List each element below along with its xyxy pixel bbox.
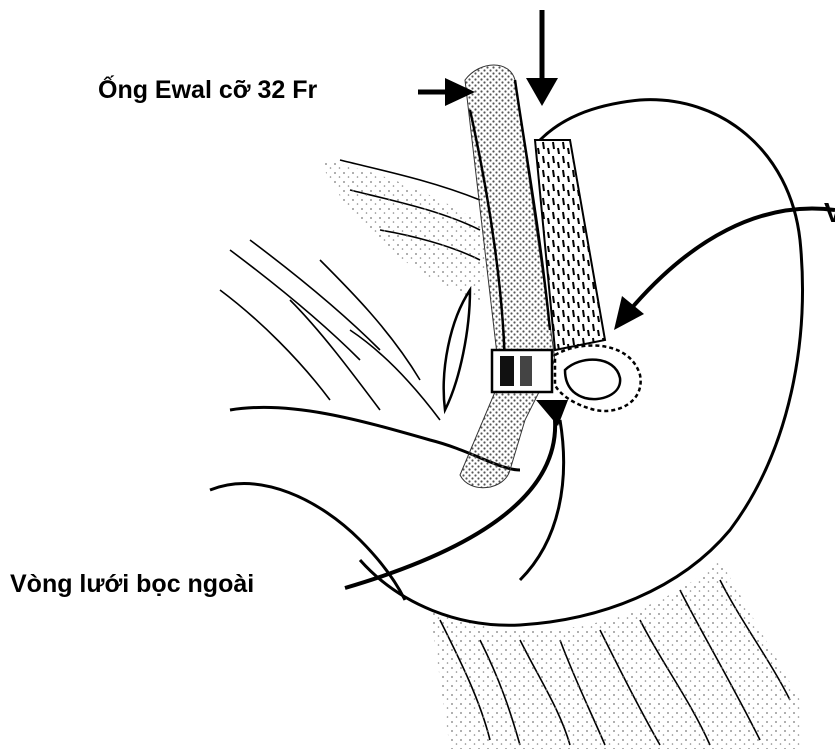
tunnel-opening [444,290,470,410]
omentum-stipple [320,160,490,300]
liver-edge [210,407,520,600]
stomach-lower-curve [520,420,564,580]
down-arrow [526,10,558,106]
outer-mesh-ring-label: Vòng lưới bọc ngoài [10,572,254,597]
cropped-label-letter: V [824,197,835,228]
ewald-tube-label: Ống Ewal cỡ 32 Fr [98,78,317,103]
mesentery-stipple [430,560,800,749]
